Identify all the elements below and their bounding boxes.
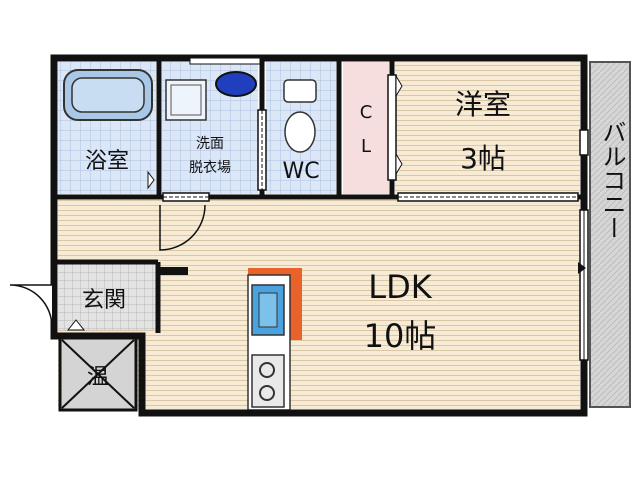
western-room-label: 洋室 [455, 88, 511, 121]
washroom-label-line2: 脱衣場 [189, 160, 231, 176]
washroom-label-line1: 洗面 [196, 136, 224, 152]
wc-label: WC [282, 159, 319, 184]
ldk-size: 10帖 [364, 317, 437, 355]
entrance-label: 玄関 [82, 288, 126, 313]
western-room-floor [395, 62, 580, 194]
balcony [589, 61, 631, 408]
washroom-door-swing [159, 204, 206, 251]
walls [50, 54, 588, 417]
bath-label: 浴室 [85, 149, 129, 174]
closet-label-line1: C [360, 102, 373, 123]
toilet [283, 79, 317, 153]
entrance-floor [58, 262, 156, 330]
entrance-door-swing [9, 284, 53, 328]
water-heater-label: 温 [87, 365, 109, 390]
closet-floor [343, 62, 389, 194]
sliding-doors [162, 57, 589, 361]
ldk-label: LDK [368, 268, 432, 306]
washbasin [165, 79, 207, 121]
closet-label-line2: L [361, 136, 371, 157]
western-room-size: 3帖 [460, 142, 506, 175]
washing-machine-drain [215, 71, 257, 97]
balcony-label: バルコニー [598, 120, 626, 240]
